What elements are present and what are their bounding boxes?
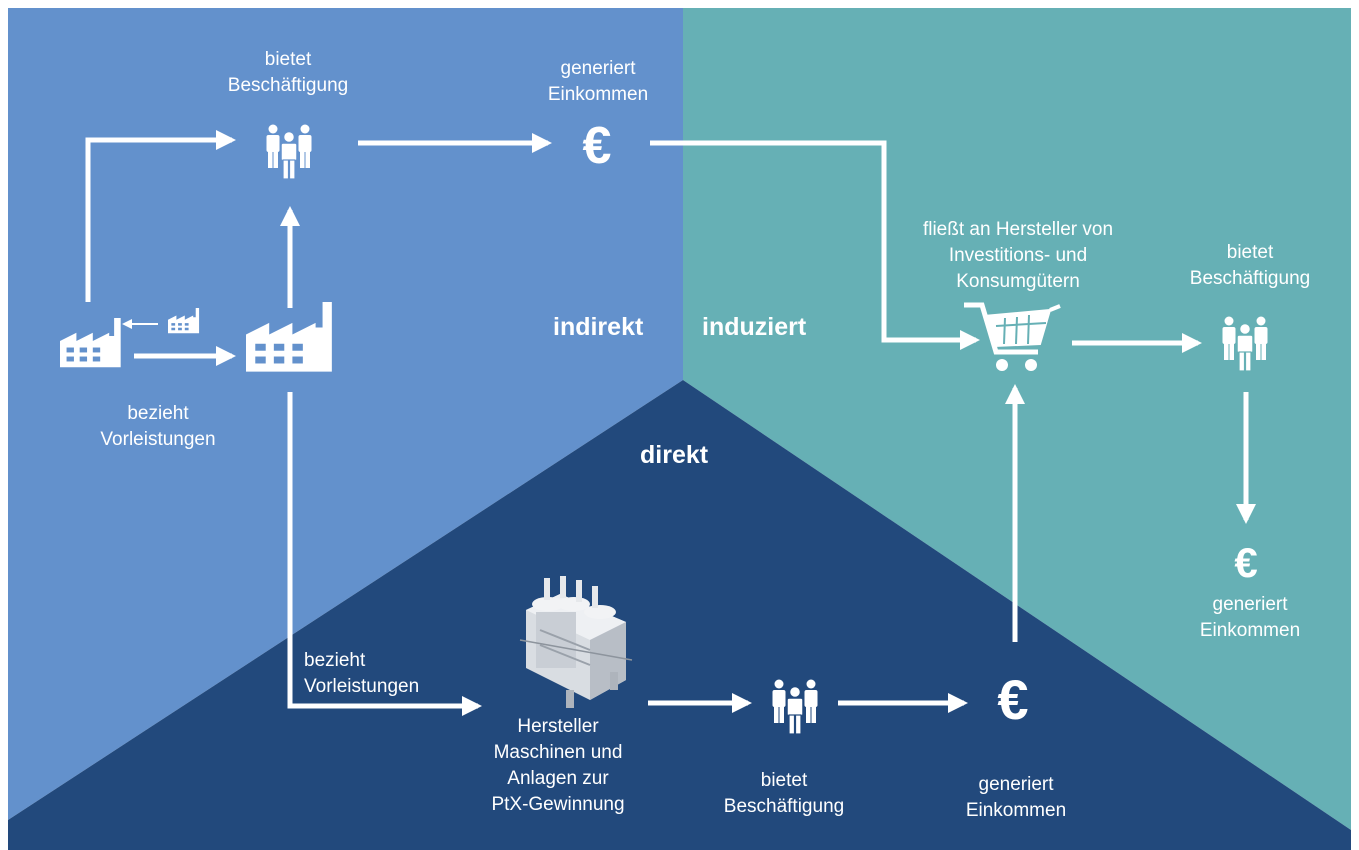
section-label-direkt: direkt bbox=[640, 441, 709, 469]
label-induziert-einkommen: generiert Einkommen bbox=[1199, 594, 1301, 641]
label-indirekt-vorleistungen: bezieht Vorleistungen bbox=[100, 403, 216, 450]
section-label-indirekt: indirekt bbox=[553, 313, 644, 341]
label-indirekt-beschaeftigung: bietet Beschäftigung bbox=[227, 49, 349, 96]
arrow-factory-to-manufacturer bbox=[287, 392, 482, 716]
label-direkt-hersteller: Hersteller Maschinen und Anlagen zur PtX… bbox=[491, 716, 625, 815]
label-induziert-beschaeftigung: bietet Beschäftigung bbox=[1189, 242, 1311, 289]
label-direkt-einkommen: generiert Einkommen bbox=[965, 774, 1067, 821]
label-induziert-fliesst: fließt an Hersteller von Investitions- u… bbox=[922, 219, 1114, 292]
shopping-cart-icon bbox=[964, 302, 1061, 371]
arrow-factory-to-employment bbox=[85, 130, 236, 302]
euro-icon: € bbox=[1234, 539, 1258, 586]
indirekt-region bbox=[8, 8, 683, 820]
section-label-induziert: induziert bbox=[702, 313, 807, 341]
label-direkt-vorleistungen: bezieht Vorleistungen bbox=[304, 650, 420, 697]
arrows bbox=[85, 130, 1256, 716]
euro-icon: € bbox=[997, 668, 1029, 731]
label-indirekt-einkommen: generiert Einkommen bbox=[547, 58, 649, 105]
machine-icon bbox=[519, 576, 633, 708]
arrow-income-to-cart bbox=[650, 140, 980, 350]
euro-icon: € bbox=[582, 117, 612, 175]
direkt-region bbox=[8, 380, 1351, 850]
label-direkt-beschaeftigung: bietet Beschäftigung bbox=[723, 770, 845, 817]
